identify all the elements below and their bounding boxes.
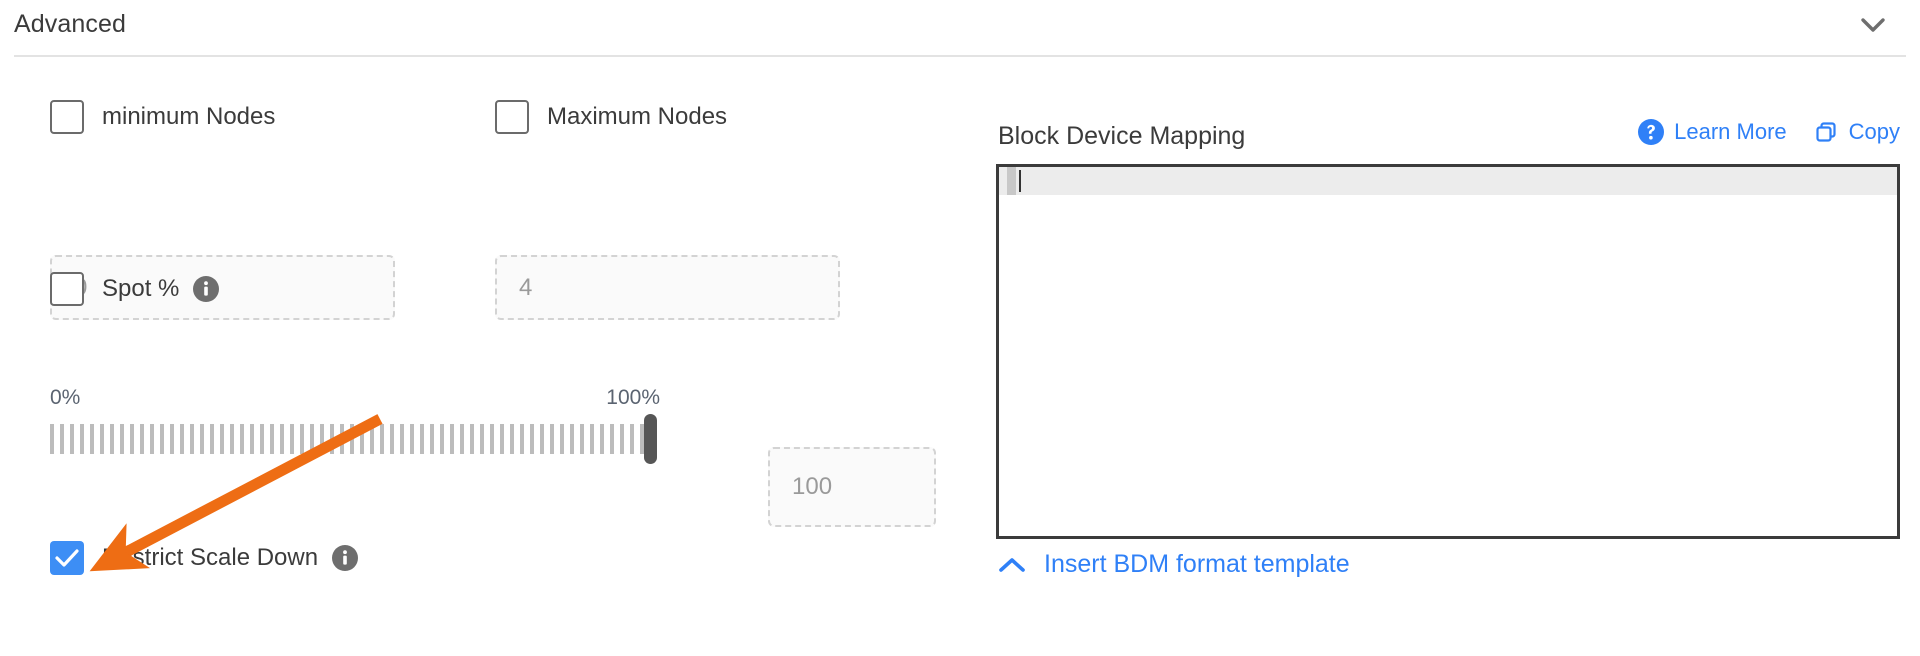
- chevron-down-icon[interactable]: [1856, 12, 1890, 38]
- header-divider: [14, 55, 1906, 57]
- advanced-left-panel: minimum Nodes 0 Maximum Nodes 4 Spot % 0…: [0, 56, 960, 656]
- restrict-scale-down-checkbox[interactable]: [50, 541, 84, 575]
- spot-percent-slider[interactable]: 0% 100%: [50, 386, 660, 466]
- spot-percent-checkbox[interactable]: [50, 272, 84, 306]
- spot-percent-row: Spot %: [50, 272, 220, 306]
- copy-label: Copy: [1848, 119, 1900, 144]
- learn-more-link[interactable]: Learn More: [1638, 119, 1787, 145]
- maximum-nodes-checkbox[interactable]: [495, 100, 529, 134]
- editor-gutter: [1007, 167, 1016, 195]
- insert-bdm-template-label: Insert BDM format template: [1044, 550, 1350, 578]
- question-circle-icon: [1638, 119, 1665, 145]
- maximum-nodes-row: Maximum Nodes: [495, 100, 727, 134]
- editor-caret: [1019, 170, 1021, 192]
- restrict-scale-down-row: Restrict Scale Down: [50, 541, 359, 575]
- advanced-section-header[interactable]: Advanced: [0, 0, 1920, 57]
- bdm-actions: Learn More Copy: [1638, 119, 1900, 145]
- bdm-title: Block Device Mapping: [998, 122, 1246, 150]
- chevron-up-icon: [996, 554, 1028, 576]
- slider-min-label: 0%: [50, 386, 81, 409]
- minimum-nodes-checkbox[interactable]: [50, 100, 84, 134]
- spot-percent-value-input[interactable]: 100: [768, 447, 936, 527]
- info-icon[interactable]: [332, 545, 359, 571]
- restrict-scale-down-label: Restrict Scale Down: [102, 544, 319, 571]
- slider-max-label: 100%: [606, 386, 660, 409]
- slider-track[interactable]: [50, 424, 660, 454]
- editor-active-line: [999, 167, 1897, 195]
- minimum-nodes-row: minimum Nodes: [50, 100, 275, 134]
- learn-more-label: Learn More: [1674, 119, 1787, 144]
- maximum-nodes-label: Maximum Nodes: [547, 103, 728, 130]
- slider-handle[interactable]: [644, 414, 657, 464]
- block-device-mapping-panel: Block Device Mapping Learn More Copy: [960, 56, 1920, 656]
- page-title: Advanced: [14, 10, 126, 38]
- bdm-code-editor[interactable]: [996, 164, 1900, 539]
- maximum-nodes-input[interactable]: 4: [495, 255, 840, 320]
- insert-bdm-template-link[interactable]: Insert BDM format template: [996, 550, 1350, 579]
- spot-percent-label: Spot %: [102, 275, 180, 302]
- minimum-nodes-label: minimum Nodes: [102, 103, 276, 130]
- info-icon[interactable]: [193, 276, 220, 302]
- copy-button[interactable]: Copy: [1813, 119, 1900, 145]
- copy-icon: [1813, 119, 1839, 145]
